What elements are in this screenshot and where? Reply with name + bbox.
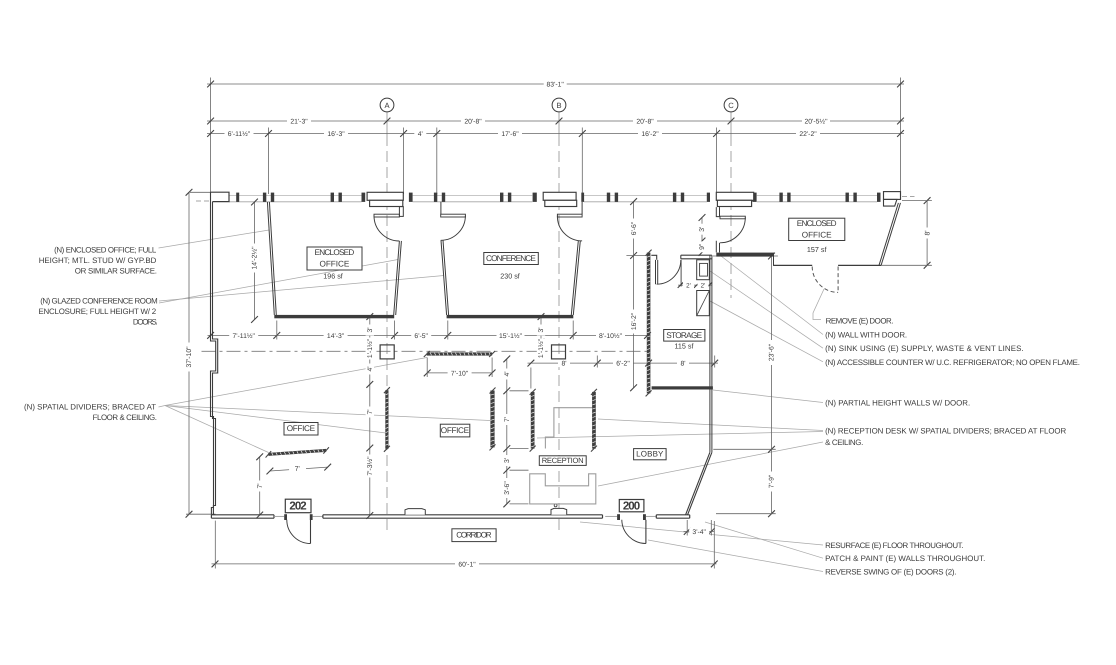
svg-text:OFFICE: OFFICE: [287, 424, 316, 433]
svg-text:C: C: [728, 101, 734, 110]
svg-text:6'-11½": 6'-11½": [228, 131, 251, 138]
svg-text:RESURFACE (E) FLOOR THROUGHOUT: RESURFACE (E) FLOOR THROUGHOUT.: [825, 541, 964, 550]
svg-text:8': 8': [561, 361, 566, 368]
svg-text:(N) RECEPTION DESK W/ SPATIAL: (N) RECEPTION DESK W/ SPATIAL DIVIDERS; …: [825, 427, 1066, 436]
svg-text:8': 8': [680, 361, 685, 368]
svg-text:6'-5": 6'-5": [414, 333, 428, 340]
svg-text:7': 7': [367, 409, 374, 414]
svg-text:REVERSE SWING OF (E) DOORS (2): REVERSE SWING OF (E) DOORS (2).: [825, 568, 957, 577]
svg-text:4': 4': [418, 131, 423, 138]
svg-text:3'-6": 3'-6": [504, 481, 511, 495]
svg-text:3': 3': [367, 327, 374, 332]
svg-text:B: B: [556, 101, 561, 110]
svg-text:3': 3': [699, 227, 706, 232]
svg-text:157 sf: 157 sf: [807, 245, 827, 254]
svg-text:ENCLOSED: ENCLOSED: [315, 248, 355, 257]
svg-text:RECEPTION: RECEPTION: [542, 456, 584, 465]
svg-text:83'-1": 83'-1": [547, 81, 565, 88]
svg-text:7': 7': [295, 466, 301, 473]
svg-text:OFFICE: OFFICE: [802, 230, 832, 239]
svg-text:22'-2": 22'-2": [799, 131, 817, 138]
svg-text:7': 7': [504, 417, 511, 422]
svg-text:& CEILING.: & CEILING.: [825, 438, 863, 447]
svg-text:ENCLOSURE; FULL HEIGHT W/ 2: ENCLOSURE; FULL HEIGHT W/ 2: [39, 307, 157, 316]
svg-text:7'-10": 7'-10": [451, 370, 469, 377]
svg-text:3': 3': [538, 327, 545, 332]
svg-text:REMOVE (E) DOOR.: REMOVE (E) DOOR.: [826, 317, 894, 326]
svg-text:HEIGHT; MTL. STUD W/ GYP.BD: HEIGHT; MTL. STUD W/ GYP.BD: [39, 256, 157, 265]
svg-text:6'-2": 6'-2": [616, 361, 630, 368]
svg-text:60'-1": 60'-1": [458, 561, 476, 568]
svg-text:(N) SPATIAL DIVIDERS; BRACED A: (N) SPATIAL DIVIDERS; BRACED AT: [24, 403, 156, 412]
svg-text:1'-1½": 1'-1½": [538, 338, 545, 358]
svg-text:14'-2½": 14'-2½": [252, 246, 259, 270]
svg-text:20'-8": 20'-8": [464, 118, 482, 125]
svg-text:115 sf: 115 sf: [674, 341, 693, 350]
svg-text:21'-3": 21'-3": [290, 118, 308, 125]
svg-text:37'-10": 37'-10": [186, 346, 193, 368]
svg-text:230 sf: 230 sf: [500, 272, 520, 281]
svg-text:4': 4': [504, 371, 511, 376]
svg-text:8'-10½": 8'-10½": [599, 333, 623, 340]
svg-text:7'-9": 7'-9": [769, 474, 776, 488]
svg-text:2': 2': [686, 283, 691, 290]
svg-text:(N) GLAZED CONFERENCE ROOM: (N) GLAZED CONFERENCE ROOM: [40, 297, 158, 306]
svg-text:DOORS.: DOORS.: [133, 318, 158, 327]
svg-text:OFFICE: OFFICE: [441, 426, 470, 435]
svg-text:7': 7': [257, 483, 264, 488]
svg-text:16'-3": 16'-3": [327, 131, 345, 138]
svg-text:16'-2": 16'-2": [631, 312, 638, 330]
svg-text:OR SIMILAR SURFACE.: OR SIMILAR SURFACE.: [75, 267, 157, 276]
svg-text:1'-1½": 1'-1½": [367, 338, 374, 358]
svg-text:15'-1½": 15'-1½": [499, 333, 523, 340]
svg-text:14'-3": 14'-3": [327, 333, 345, 340]
svg-text:(N) ENCLOSED OFFICE; FULL: (N) ENCLOSED OFFICE; FULL: [54, 246, 157, 255]
svg-text:LOBBY: LOBBY: [636, 450, 664, 459]
svg-text:9": 9": [699, 243, 706, 250]
svg-text:(N) PARTIAL HEIGHT WALLS W/ DO: (N) PARTIAL HEIGHT WALLS W/ DOOR.: [825, 398, 970, 407]
svg-text:(N) SINK USING (E) SUPPLY, WAS: (N) SINK USING (E) SUPPLY, WASTE & VENT …: [825, 344, 1024, 353]
svg-text:7'-11½": 7'-11½": [232, 333, 255, 340]
svg-text:8': 8': [924, 230, 931, 235]
svg-text:2': 2': [701, 283, 706, 290]
svg-text:7'-3½": 7'-3½": [367, 456, 374, 476]
svg-text:202: 202: [289, 501, 307, 513]
svg-text:CORRIDOR: CORRIDOR: [456, 531, 492, 540]
svg-text:16'-2": 16'-2": [641, 131, 659, 138]
svg-text:ENCLOSED: ENCLOSED: [797, 219, 837, 228]
svg-text:4': 4': [367, 366, 374, 371]
svg-text:20'-8": 20'-8": [636, 118, 654, 125]
svg-text:STORAGE: STORAGE: [666, 331, 702, 340]
svg-text:200: 200: [623, 500, 641, 512]
svg-text:A: A: [384, 101, 390, 110]
svg-text:3'-4": 3'-4": [692, 529, 706, 536]
svg-text:(N) ACCESSIBLE COUNTER W/ U.C.: (N) ACCESSIBLE COUNTER W/ U.C. REFRIGERA…: [825, 358, 1080, 367]
svg-text:3': 3': [504, 458, 511, 463]
svg-text:17'-6": 17'-6": [501, 131, 519, 138]
svg-text:196 sf: 196 sf: [323, 271, 343, 280]
svg-text:(N) WALL WITH DOOR.: (N) WALL WITH DOOR.: [825, 330, 907, 339]
svg-text:OFFICE: OFFICE: [320, 260, 350, 269]
svg-text:6'-6": 6'-6": [631, 221, 638, 235]
svg-text:FLOOR & CEILING.: FLOOR & CEILING.: [93, 413, 158, 422]
svg-text:23'-6": 23'-6": [769, 343, 776, 361]
svg-text:PATCH & PAINT (E) WALLS THROUG: PATCH & PAINT (E) WALLS THROUGHOUT.: [825, 554, 985, 563]
svg-text:20'-5½": 20'-5½": [805, 118, 829, 125]
svg-text:CONFERENCE: CONFERENCE: [486, 254, 536, 263]
